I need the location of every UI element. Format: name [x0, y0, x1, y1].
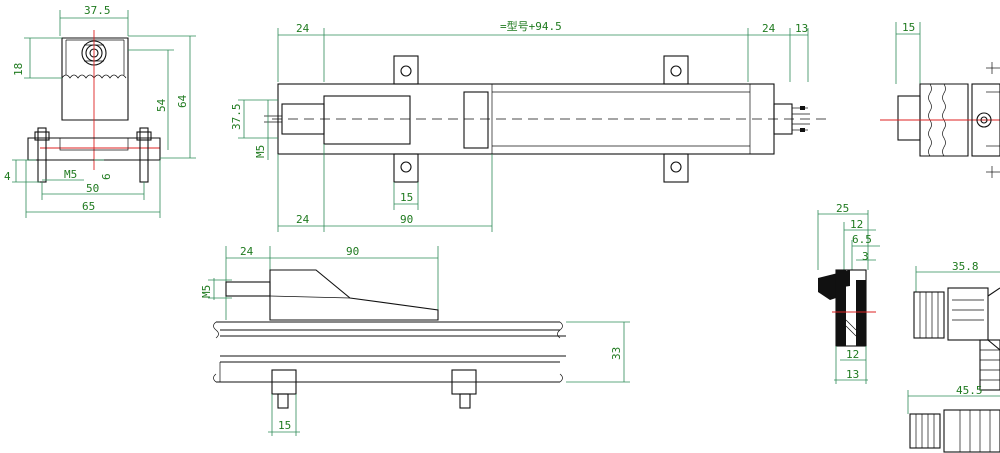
- dim-bracket-w12b: 12: [846, 348, 859, 361]
- dim-end-base-inner: 50: [86, 182, 99, 195]
- dim-bracket-w25: 25: [836, 202, 849, 215]
- dim-side-height: 33: [610, 347, 623, 360]
- dim-end-width-top: 37.5: [84, 4, 111, 17]
- dim-top-height: 37.5: [230, 104, 243, 131]
- dim-top-bottom-offset: 24: [296, 213, 310, 226]
- end-view: 37.5 18 54 64: [4, 4, 196, 218]
- dim-end-base-total: 65: [82, 200, 95, 213]
- dim-side-thread: M5: [200, 285, 213, 298]
- dim-side-left-offset: 24: [240, 245, 254, 258]
- dim-side-slider-length: 90: [346, 245, 359, 258]
- dim-bracket-w3: 3: [862, 250, 869, 263]
- dim-top-slider-length: 90: [400, 213, 413, 226]
- right-view: 15: [880, 21, 1000, 178]
- dim-end-offset: 18: [12, 63, 25, 76]
- side-view: 24 90 M5 15 33: [200, 245, 630, 436]
- dim-top-right-offset: 24: [762, 22, 776, 35]
- dim-top-right-end: 13: [795, 22, 808, 35]
- dim-bracket-w12: 12: [850, 218, 863, 231]
- dim-bracket-w65: 6.5: [852, 233, 872, 246]
- dim-end-height-total: 64: [176, 94, 189, 108]
- top-view: 24 =型号+94.5 24 13: [230, 19, 830, 232]
- dim-connector-len1: 35.8: [952, 260, 979, 273]
- dim-end-thread: M5: [64, 168, 77, 181]
- dim-end-height-inner: 54: [155, 98, 168, 112]
- dim-right-width: 15: [902, 21, 915, 34]
- dim-top-thread: M5: [254, 145, 267, 158]
- dim-connector-len2: 45.5: [956, 384, 983, 397]
- dim-top-slot: 15: [400, 191, 413, 204]
- connector-view: 35.8 45.5: [907, 260, 1000, 453]
- dim-top-left-offset: 24: [296, 22, 310, 35]
- bracket-view: 25 12 6.5 3 12 13: [817, 202, 880, 384]
- dim-bracket-w13: 13: [846, 368, 859, 381]
- dim-end-small: 6: [100, 173, 113, 180]
- dim-end-foot: 4: [4, 170, 11, 183]
- dim-top-model-formula: =型号+94.5: [500, 19, 562, 33]
- dim-side-mount-width: 15: [278, 419, 291, 432]
